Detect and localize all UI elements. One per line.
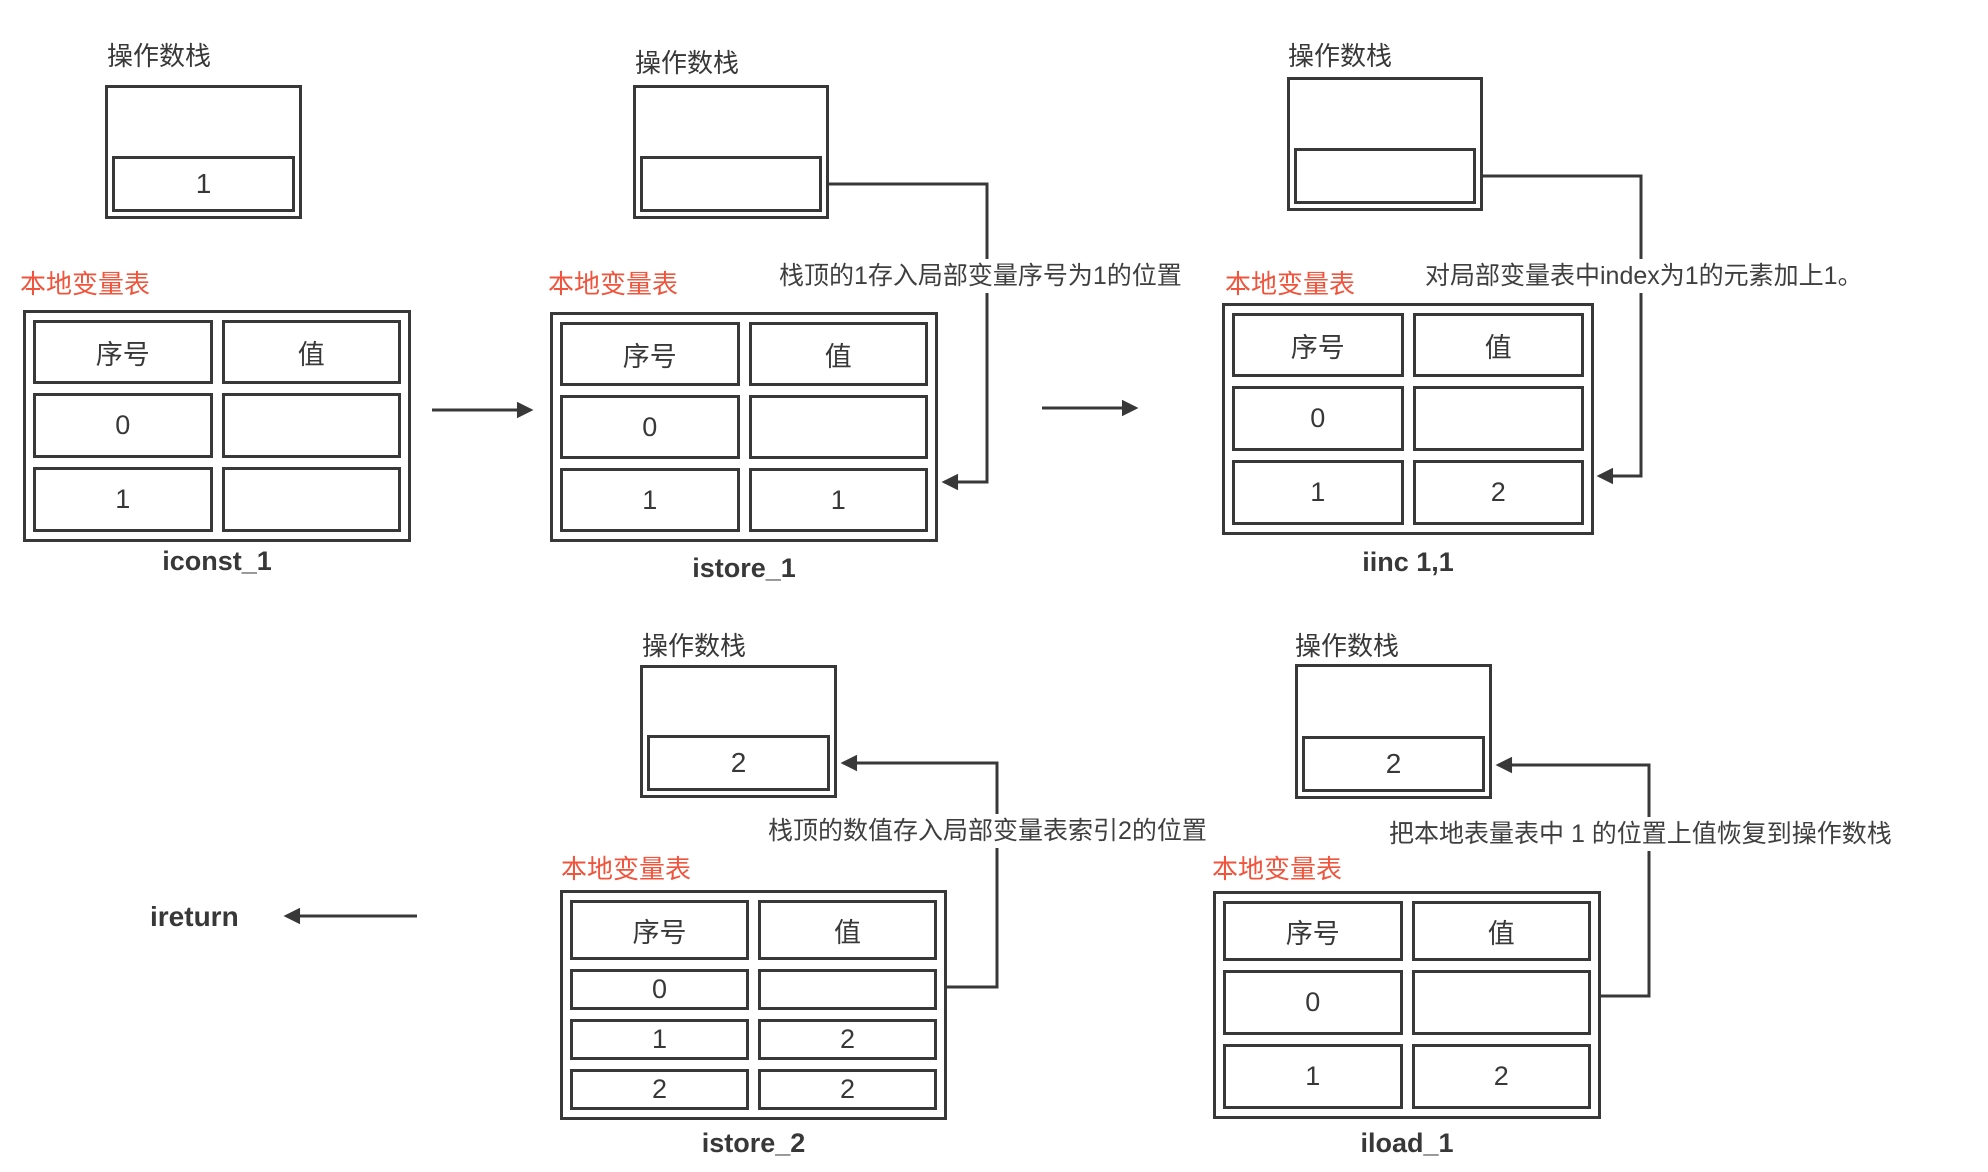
stack-slot [1294,148,1476,204]
operand-stack-box: 2 [1295,664,1492,799]
local-var-table-label: 本地变量表 [20,269,151,299]
col-header-value: 值 [1412,313,1584,377]
value-cell: 1 [748,468,928,532]
col-header-value: 值 [221,320,401,384]
col-header-value: 值 [748,322,928,386]
index-cell: 1 [1223,1044,1403,1109]
instruction-caption: iload_1 [1360,1128,1454,1158]
col-header-index: 序号 [1223,901,1403,961]
value-cell [748,395,928,459]
operand-stack-box [633,85,829,219]
local-var-table: 序号 值 0 1 2 [1222,303,1594,535]
instruction-caption: istore_1 [692,553,796,583]
instruction-caption: iinc 1,1 [1362,547,1454,577]
index-cell: 1 [1232,460,1404,525]
instruction-caption: iconst_1 [162,546,272,576]
ireturn-caption: ireturn [150,901,239,932]
index-cell: 1 [560,468,740,532]
operand-stack-box: 1 [105,85,302,219]
value-cell: 2 [1411,1044,1591,1109]
col-header-value: 值 [758,900,937,960]
index-cell: 0 [1223,970,1403,1035]
col-header-index: 序号 [570,900,749,960]
instruction-caption: istore_2 [701,1128,806,1158]
stack-slot [640,156,822,212]
index-cell: 2 [570,1069,749,1110]
operand-stack-label: 操作数栈 [1295,631,1400,661]
col-header-index: 序号 [33,320,213,384]
stack-slot: 1 [112,156,295,212]
index-cell: 0 [570,969,749,1010]
step-annotation: 对局部变量表中index为1的元素加上1。 [1423,259,1865,293]
index-cell: 0 [33,393,213,458]
value-cell [1412,386,1584,451]
value-cell [221,467,401,532]
value-cell: 2 [758,1019,937,1060]
col-header-index: 序号 [1232,313,1404,377]
local-var-table-label: 本地变量表 [1212,854,1343,884]
step-annotation: 栈顶的数值存入局部变量表索引2的位置 [766,814,1209,848]
value-cell: 2 [1412,460,1584,525]
operand-stack-box: 2 [640,665,837,798]
index-cell: 0 [1232,386,1404,451]
local-var-table: 序号 值 0 1 2 2 2 [560,890,947,1120]
operand-stack-label: 操作数栈 [1288,41,1393,71]
local-var-table: 序号 值 0 1 [23,310,411,542]
value-cell [1411,970,1591,1035]
local-var-table: 序号 值 0 1 2 [1213,891,1601,1119]
operand-stack-label: 操作数栈 [642,631,747,661]
local-var-table-label: 本地变量表 [1225,269,1356,299]
operand-stack-box [1287,77,1483,211]
operand-stack-label: 操作数栈 [635,48,740,78]
local-var-table-label: 本地变量表 [548,269,679,299]
index-cell: 0 [560,395,740,459]
index-cell: 1 [33,467,213,532]
col-header-index: 序号 [560,322,740,386]
value-cell: 2 [758,1069,937,1110]
local-var-table: 序号 值 0 1 1 [550,312,938,542]
value-cell [758,969,937,1010]
index-cell: 1 [570,1019,749,1060]
value-cell [221,393,401,458]
stack-slot: 2 [647,735,830,791]
step-annotation: 把本地表量表中 1 的位置上值恢复到操作数栈 [1387,817,1894,851]
operand-stack-label: 操作数栈 [107,41,212,71]
stack-slot: 2 [1302,736,1485,792]
local-var-table-label: 本地变量表 [561,854,692,884]
step-annotation: 栈顶的1存入局部变量序号为1的位置 [777,259,1184,293]
col-header-value: 值 [1411,901,1591,961]
